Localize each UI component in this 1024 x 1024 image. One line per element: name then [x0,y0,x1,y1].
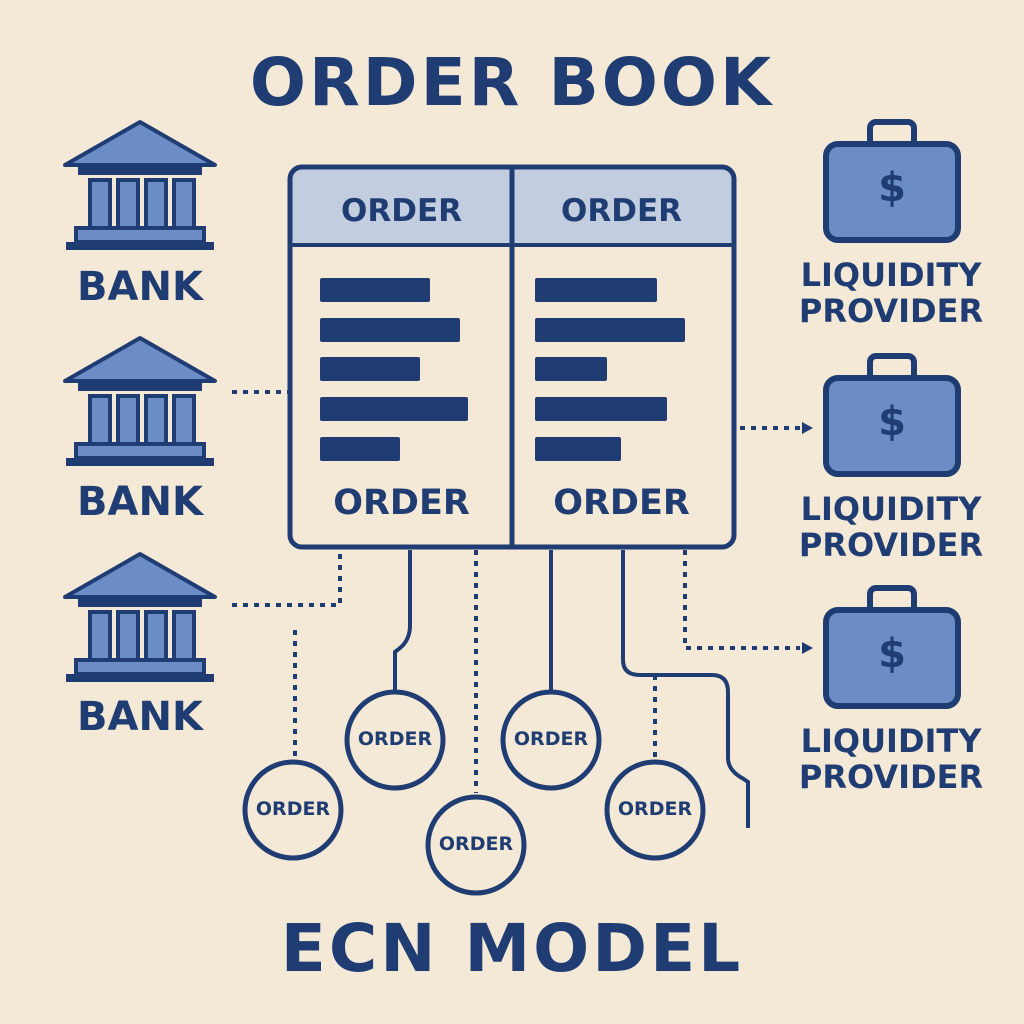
connector-bank3-book [232,550,342,607]
connector-book-end [621,550,750,828]
briefcase-dollar-icon [823,353,961,477]
dollar-sign-icon: $ [878,165,906,211]
order-node-label: ORDER [617,798,693,820]
bank-label: BANK [77,479,203,525]
order-book-column-footer: ORDER [333,483,470,523]
order-node-circle [344,689,446,791]
order-nodes [242,689,706,896]
order-book [287,164,737,550]
connector-book-lp3 [683,550,800,650]
order-bar [535,318,685,342]
liquidity-provider-line1: LIQUIDITY [800,490,982,528]
arrowhead-lp2 [802,422,813,434]
order-book-column-footer: ORDER [553,483,690,523]
order-node-circle [425,794,527,896]
order-bar [535,278,657,302]
order-bar [320,397,468,421]
order-node-label: ORDER [513,728,589,750]
order-node-label: ORDER [255,798,331,820]
order-node-circle [604,759,706,861]
order-node-circle [242,759,344,861]
liquidity-provider-line1: LIQUIDITY [800,722,982,760]
order-bars [320,278,685,461]
diagram-title: ORDER BOOK [249,44,775,121]
liquidity-provider-line2: PROVIDER [798,757,984,796]
bank-icon [63,552,217,682]
liquidity-provider-label: LIQUIDITY PROVIDER [776,490,1006,564]
liquidity-provider-line1: LIQUIDITY [800,256,982,294]
order-bar [535,357,607,381]
order-node-circle [500,689,602,791]
order-bar [535,397,667,421]
liquidity-provider-label: LIQUIDITY PROVIDER [776,722,1006,796]
liquidity-provider-label: LIQUIDITY PROVIDER [776,256,1006,330]
order-bar [320,357,420,381]
diagram-footer-title: ECN MODEL [280,910,744,987]
liquidity-provider-line2: PROVIDER [798,525,984,564]
arrowhead-lp3 [802,642,813,654]
bank-icon [63,336,217,466]
order-bar [320,437,400,461]
order-book-column-header: ORDER [340,193,462,229]
briefcase-dollar-icon [823,119,961,243]
dollar-sign-icon: $ [878,399,906,445]
bank-label: BANK [77,264,203,310]
banks [63,120,217,682]
arrowheads [802,422,813,654]
bank-icon [63,120,217,250]
order-node-label: ORDER [357,728,433,750]
connector-book-node2 [393,550,412,692]
briefcase-dollar-icon [823,585,961,709]
bank-label: BANK [77,694,203,740]
order-book-column-header: ORDER [560,193,682,229]
order-bar [535,437,621,461]
dollar-sign-icon: $ [878,631,906,677]
order-bar [320,318,460,342]
liquidity-providers [823,119,961,709]
order-bar [320,278,430,302]
order-node-label: ORDER [438,833,514,855]
liquidity-provider-line2: PROVIDER [798,291,984,330]
connectors [232,390,800,828]
